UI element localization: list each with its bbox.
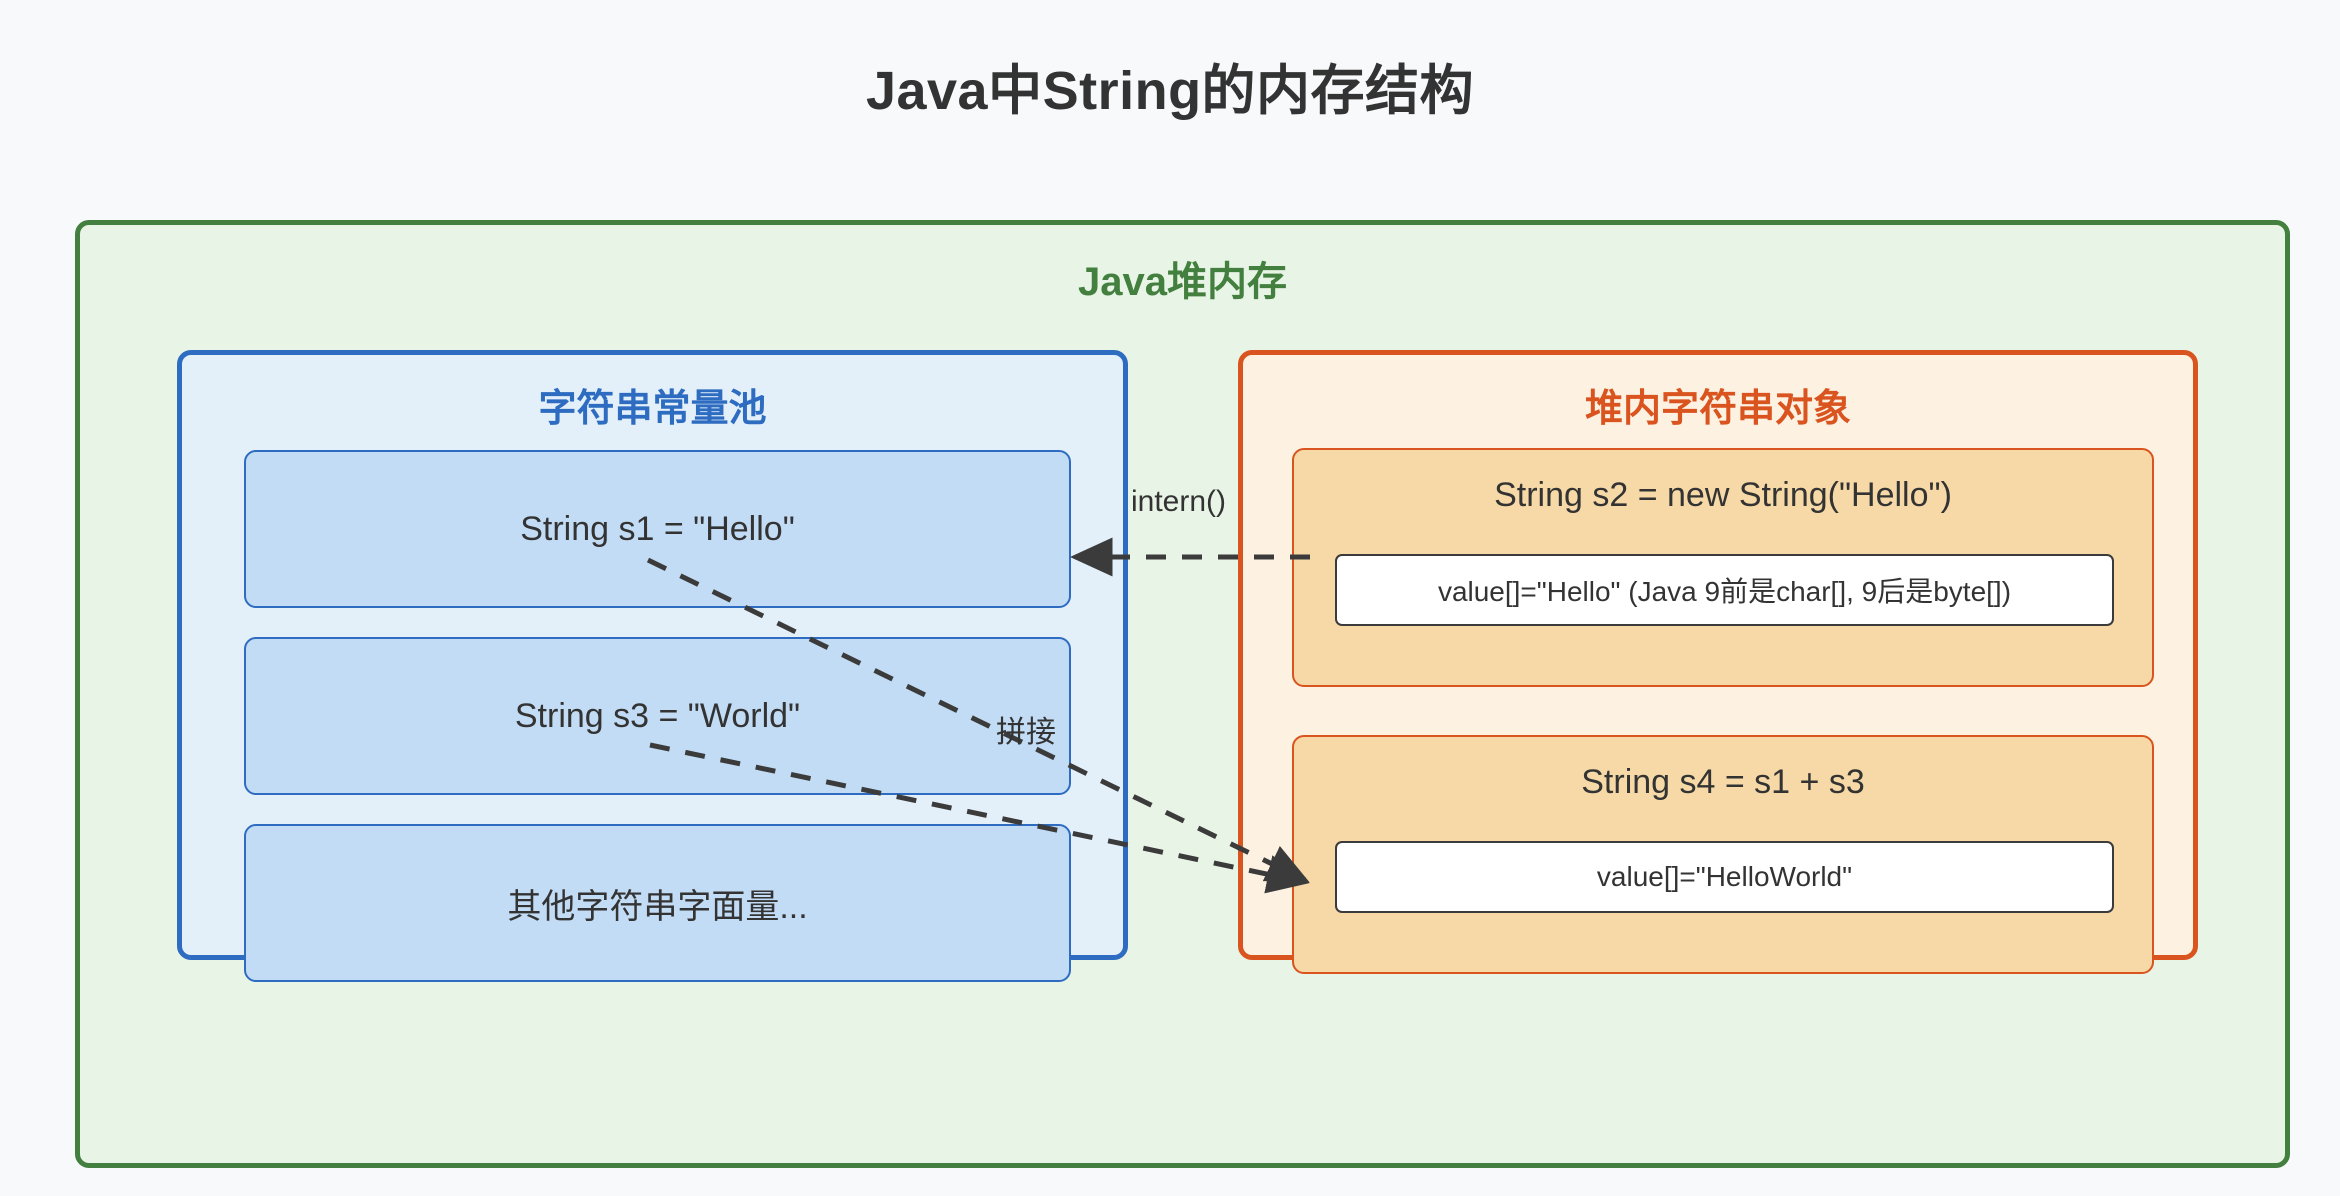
java-heap-label: Java堆内存: [1078, 260, 1287, 304]
object-card[interactable]: String s4 = s1 + s3 value[]="HelloWorld": [1292, 735, 2154, 974]
object-value-box: value[]="HelloWorld": [1335, 841, 2114, 913]
object-card-title: String s2 = new String("Hello"): [1494, 476, 1952, 514]
pool-item[interactable]: String s3 = "World": [244, 637, 1071, 795]
object-value-box: value[]="Hello" (Java 9前是char[], 9后是byte…: [1335, 554, 2114, 626]
java-heap-container: Java堆内存 字符串常量池 String s1 = "Hello" Strin…: [75, 220, 2290, 1168]
page-title: Java中String的内存结构: [865, 61, 1475, 121]
object-card-title: String s4 = s1 + s3: [1581, 763, 1865, 801]
string-constant-pool-label: 字符串常量池: [538, 388, 767, 430]
string-constant-pool-panel: 字符串常量池 String s1 = "Hello" String s3 = "…: [177, 350, 1128, 982]
edge-label-concat: 拼接: [996, 716, 1056, 749]
edge-label-intern: intern(): [1131, 485, 1227, 518]
pool-item[interactable]: String s1 = "Hello": [244, 450, 1071, 608]
heap-string-objects-panel: 堆内字符串对象 String s2 = new String("Hello") …: [1238, 350, 2198, 974]
pool-item[interactable]: 其他字符串字面量...: [244, 824, 1071, 982]
object-card[interactable]: String s2 = new String("Hello") value[]=…: [1292, 448, 2154, 687]
heap-string-objects-label: 堆内字符串对象: [1584, 388, 1851, 430]
